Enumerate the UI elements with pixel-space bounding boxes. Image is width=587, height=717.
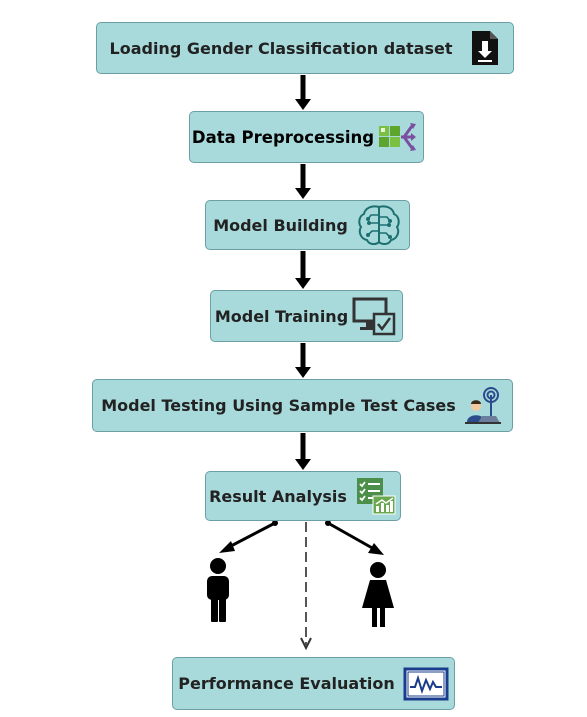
female-person-icon [362,562,394,627]
person-antenna-icon [464,386,504,426]
checklist-chart-icon [355,476,397,516]
data-split-icon [377,118,421,156]
stage-result-analysis-label: Result Analysis [209,486,347,506]
arrow-result-to-female [325,520,384,555]
arrow-result-to-male [219,520,278,553]
brain-circuit-icon [356,203,402,247]
arrow-train-to-test [295,343,311,378]
stage-model-testing: Model Testing Using Sample Test Cases [92,379,513,432]
stage-load-dataset: Loading Gender Classification dataset [96,22,514,74]
stage-performance-evaluation-label: Performance Evaluation [178,674,395,693]
stage-model-building-label: Model Building [213,215,348,235]
stage-data-preprocessing-label: Data Preprocessing [191,127,375,147]
stage-data-preprocessing: Data Preprocessing [189,111,424,163]
stage-model-testing-label: Model Testing Using Sample Test Cases [101,396,456,415]
waveform-monitor-icon [403,667,449,701]
monitor-check-icon [352,296,398,336]
stage-model-building: Model Building [205,200,410,250]
arrow-result-to-performance [300,522,312,651]
stage-performance-evaluation: Performance Evaluation [172,657,455,710]
male-person-icon [207,558,229,622]
stage-model-training-label: Model Training [214,306,349,326]
stage-result-analysis: Result Analysis [205,471,401,521]
stage-model-training: Model Training [210,290,403,342]
arrow-load-to-preprocess [295,75,311,110]
file-download-icon [470,29,500,67]
arrow-preprocess-to-build [295,164,311,199]
arrow-test-to-result [295,433,311,470]
stage-load-dataset-label: Loading Gender Classification dataset [109,38,453,58]
arrow-build-to-train [295,251,311,289]
